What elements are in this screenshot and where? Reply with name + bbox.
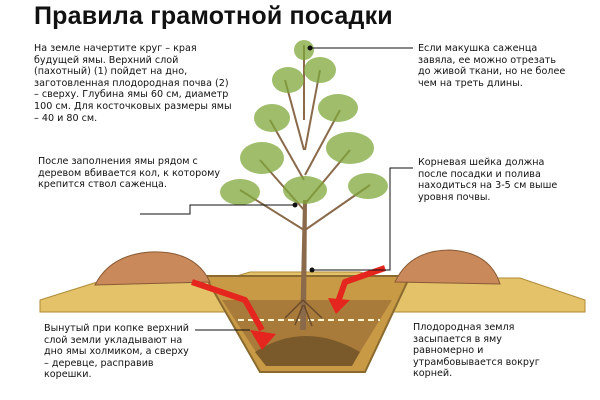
tree-trunk [300, 200, 307, 330]
right-soil-pile [394, 249, 501, 285]
tree-foliage [220, 40, 388, 205]
note-fertile-soil: Плодородная земля засыпается в яму равно… [413, 322, 540, 380]
page-title: Правила грамотной посадки [34, 2, 393, 30]
leader-collar-dot [309, 267, 315, 273]
leader-collar [312, 167, 413, 271]
left-arrow-head [250, 330, 276, 350]
note-pit-preparation: На земле начертите круг – края будущей я… [34, 43, 232, 124]
leader-top-dot [307, 45, 313, 51]
right-arrow-head [328, 298, 350, 314]
right-red-arrow [335, 265, 386, 303]
note-topsoil-mound: Вынутый при копке верхний слой земли укл… [44, 323, 189, 381]
left-red-arrow [191, 279, 265, 332]
note-wilted-top: Если макушка саженца завяла, ее можно от… [418, 43, 566, 89]
note-root-collar: Корневая шейка должна после посадки и по… [418, 157, 558, 203]
leader-stake-dot [292, 202, 298, 208]
left-soil-pile [94, 251, 211, 286]
tree-roots [284, 299, 323, 327]
topsoil-mound-in-pit [255, 336, 360, 366]
leader-lines [140, 45, 413, 331]
leader-stake [140, 204, 295, 215]
note-stake: После заполнения ямы рядом с деревом вби… [38, 156, 221, 191]
